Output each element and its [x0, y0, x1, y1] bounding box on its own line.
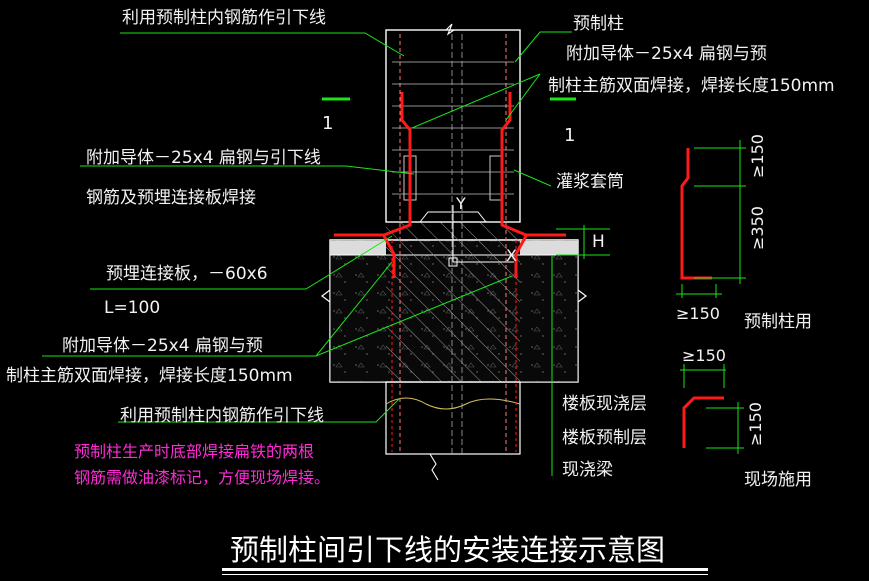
detail1-dim-top: ≥150 [748, 134, 767, 178]
section-mark-right-number: 1 [564, 125, 576, 146]
label-attached-lower-2: 制柱主筋双面焊接，焊接长度150mm [6, 366, 293, 386]
label-cast-beam: 现浇梁 [562, 460, 613, 480]
axes [448, 205, 514, 267]
axis-x-label: X [506, 246, 517, 265]
detail1-dim-mid: ≥350 [748, 206, 767, 250]
label-slab-cast: 楼板现浇层 [562, 394, 647, 414]
label-grout-sleeve: 灌浆套筒 [556, 172, 624, 192]
label-attached-lower-1: 附加导体－25x4 扁钢与预 [62, 336, 263, 356]
label-slab-precast: 楼板预制层 [562, 428, 647, 448]
axis-y-label: Y [456, 194, 466, 213]
height-mark: H [592, 232, 605, 252]
title-underline-thin [222, 574, 708, 575]
drawing-title: 预制柱间引下线的安装连接示意图 [230, 533, 666, 567]
label-attached-left-1: 附加导体－25x4 扁钢与引下线 [86, 148, 321, 168]
label-attached-right-1: 附加导体－25x4 扁钢与预 [566, 44, 767, 64]
detail-precast-bar [676, 140, 746, 298]
detail-site-bar [680, 364, 744, 454]
label-top-rebar: 利用预制柱内钢筋作引下线 [122, 8, 326, 28]
label-precast-column: 预制柱 [573, 14, 624, 34]
title-underline [222, 568, 708, 571]
height-dimension [556, 225, 610, 259]
detail1-caption: 预制柱用 [744, 312, 812, 332]
detail2-caption: 现场施用 [744, 470, 812, 490]
section-mark-left-number: 1 [322, 113, 334, 134]
label-embedded-plate: 预埋连接板，－60x6 [106, 264, 268, 284]
precast-column [385, 23, 521, 454]
note-line-1: 预制柱生产时底部焊接扁铁的两根 [74, 442, 315, 461]
detail1-dim-bottom: ≥150 [676, 304, 720, 323]
label-attached-left-2: 钢筋及预埋连接板焊接 [86, 188, 256, 208]
label-plate-length: L=100 [104, 298, 161, 318]
leader-lines [42, 31, 572, 476]
label-lower-rebar: 利用预制柱内钢筋作引下线 [120, 406, 324, 426]
detail2-dim-side: ≥150 [746, 402, 765, 446]
label-attached-right-2: 制柱主筋双面焊接，焊接长度150mm [548, 76, 835, 96]
concrete-body [321, 222, 587, 481]
note-line-2: 钢筋需做油漆标记，方便现场焊接。 [74, 468, 331, 487]
detail2-dim-top: ≥150 [682, 346, 726, 365]
